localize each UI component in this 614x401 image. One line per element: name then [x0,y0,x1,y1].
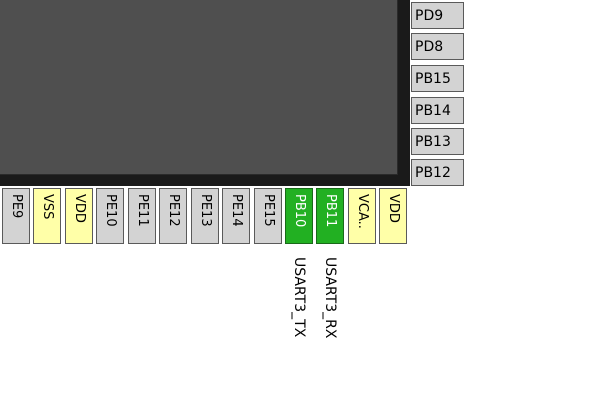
pin-label: PE11 [135,194,150,227]
pin-label: PB10 [292,194,307,228]
pin-label: PE15 [261,194,276,227]
pin-label: PB11 [323,194,338,228]
pin-right-2[interactable]: PB15 [411,65,464,92]
pin-label: VSS [40,194,55,220]
pin-bottom-3[interactable]: PE10 [96,188,124,244]
pin-bottom-7[interactable]: PE14 [222,188,250,244]
pin-bottom-6[interactable]: PE13 [191,188,219,244]
pin-right-4[interactable]: PB13 [411,128,464,155]
pin-bottom-0[interactable]: PE9 [2,188,30,244]
pin-bottom-5[interactable]: PE12 [159,188,187,244]
pin-label: VDD [72,194,87,223]
signal-label-usart3-rx: USART3_RX [322,257,338,339]
pin-right-0[interactable]: PD9 [411,2,464,29]
pin-label: PE14 [229,194,244,227]
pin-bottom-10[interactable]: PB11 [316,188,344,244]
pin-right-3[interactable]: PB14 [411,97,464,124]
pin-label: PE13 [198,194,213,227]
pin-label: PE12 [166,194,181,227]
pin-right-1[interactable]: PD8 [411,33,464,60]
pin-bottom-12[interactable]: VDD [379,188,407,244]
pin-bottom-1[interactable]: VSS [33,188,61,244]
pin-bottom-9[interactable]: PB10 [285,188,313,244]
chip-body[interactable] [0,0,398,175]
pin-label: PE10 [103,194,118,227]
pin-right-5[interactable]: PB12 [411,159,464,186]
pin-bottom-11[interactable]: VCA.. [348,188,376,244]
pin-bottom-8[interactable]: PE15 [254,188,282,244]
pin-label: VDD [386,194,401,223]
pin-label: VCA.. [355,194,370,229]
signal-label-usart3-tx: USART3_TX [291,257,307,338]
pin-bottom-2[interactable]: VDD [65,188,93,244]
pin-bottom-4[interactable]: PE11 [128,188,156,244]
pin-label: PE9 [9,194,24,219]
